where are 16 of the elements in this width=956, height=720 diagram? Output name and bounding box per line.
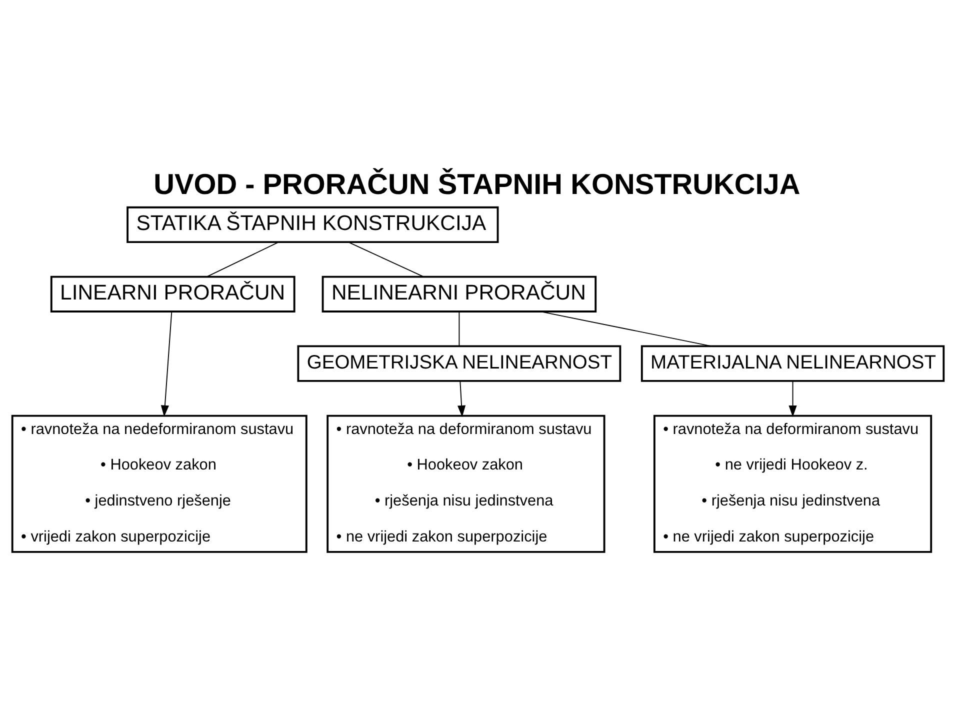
- node-box: STATIKA ŠTAPNIH KONSTRUKCIJA: [126, 206, 499, 244]
- node-box: GEOMETRIJSKA NELINEARNOST: [297, 345, 622, 382]
- connector: [206, 242, 279, 278]
- node-box: • ravnoteža na deformiranom sustavu • ne vrijedi Hookeov z. • rješenja nisu jedinstvena • ne vrijedi zakon superpozicije: [653, 414, 932, 553]
- node-box: • ravnoteža na nedeformiranom sustavu • Hookeov zakon • jedinstveno rješenje • vrijedi zakon superpozicije: [11, 414, 308, 553]
- node-box: NELINEARNI PRORAČUN: [322, 276, 597, 312]
- diagram-title: UVOD - PRORAČUN ŠTAPNIH KONSTRUKCIJA: [154, 168, 800, 201]
- node-box: LINEARNI PRORAČUN: [50, 276, 296, 312]
- node-box: MATERIJALNA NELINEARNOST: [640, 345, 945, 382]
- arrow: [160, 311, 172, 417]
- arrow: [788, 380, 797, 418]
- node-box: • ravnoteža na deformiranom sustavu • Hookeov zakon • rješenja nisu jedinstvena • ne vrijedi zakon superpozicije: [326, 414, 606, 553]
- connector: [458, 311, 460, 347]
- arrow: [458, 380, 466, 418]
- connector: [348, 242, 424, 278]
- connector: [540, 311, 712, 347]
